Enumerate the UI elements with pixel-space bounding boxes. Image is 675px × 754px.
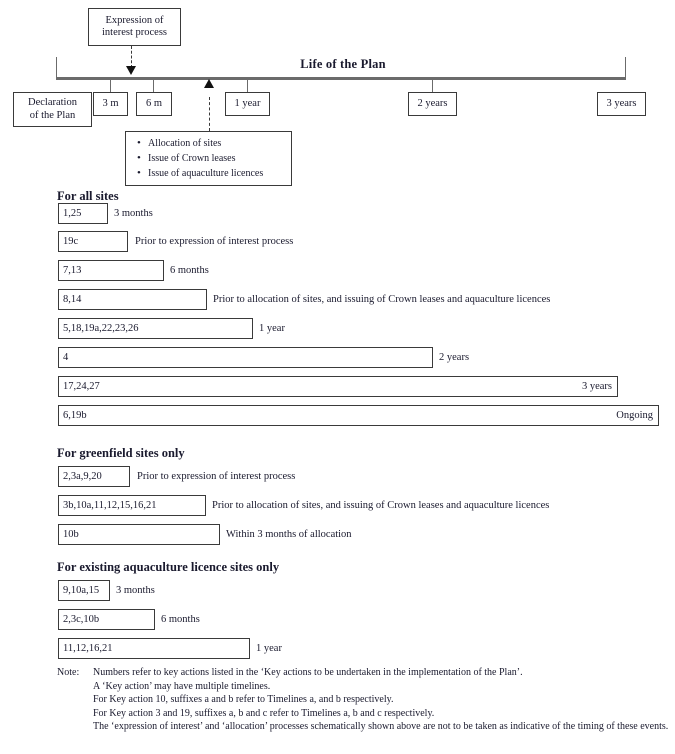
callout-allocation-item: Issue of Crown leases [137, 151, 285, 166]
timeline-bar: 8,14 [58, 289, 207, 310]
tick-1year [247, 80, 248, 94]
bar-code: 2,3a,9,20 [63, 471, 102, 482]
section-heading-greenfield: For greenfield sites only [57, 446, 185, 460]
bar-code: 17,24,27 [63, 381, 100, 392]
milestone-label-line1: Declaration [28, 97, 77, 109]
bar-label: 3 months [116, 585, 155, 596]
bar-code: 4 [63, 352, 69, 363]
timeline-bar: 10b [58, 524, 220, 545]
note-line: A ‘Key action’ may have multiple timelin… [93, 680, 271, 692]
bar-label: 2 years [439, 352, 470, 363]
milestone-box-declaration: Declaration of the Plan [13, 92, 92, 127]
bar-code: 1,25 [63, 208, 82, 219]
bar-label: Prior to allocation of sites, and issuin… [212, 500, 550, 511]
timeline-bar: 2,3a,9,20 [58, 466, 130, 487]
bar-label: Prior to allocation of sites, and issuin… [213, 294, 551, 305]
timeline-bar: 3b,10a,11,12,15,16,21 [58, 495, 206, 516]
timeline-bar: 19c [58, 231, 128, 252]
bar-code: 10b [63, 529, 79, 540]
timeline-bar: 2,3c,10b [58, 609, 155, 630]
note-block: Note: Numbers refer to key actions liste… [57, 666, 669, 734]
tick-2years [432, 80, 433, 94]
milestone-box-1year: 1 year [225, 92, 270, 116]
bar-code: 19c [63, 236, 79, 247]
callout-allocation-item: Allocation of sites [137, 136, 285, 151]
bar-code: 7,13 [63, 265, 82, 276]
bar-label: 3 years [581, 381, 612, 392]
timeline-bar: 11,12,16,21 [58, 638, 250, 659]
bar-code: 6,19b [63, 410, 87, 421]
bar-code: 9,10a,15 [63, 585, 100, 596]
note-line: For Key action 3 and 19, suffixes a, b a… [93, 707, 435, 719]
milestone-box-3years: 3 years [597, 92, 646, 116]
dashed-connector-eoi [131, 46, 132, 68]
bar-label: 6 months [170, 265, 209, 276]
bar-label: Prior to expression of interest process [137, 471, 296, 482]
arrow-down-icon [126, 66, 136, 75]
note-spacer [57, 720, 93, 734]
bar-label: Prior to expression of interest process [135, 236, 294, 247]
note-spacer [57, 707, 93, 721]
bar-code: 3b,10a,11,12,15,16,21 [63, 500, 157, 511]
timeline-bar: 1,25 [58, 203, 108, 224]
tick-3years [625, 57, 626, 78]
note-line: For Key action 10, suffixes a and b refe… [93, 694, 394, 705]
callout-eoi-line1: Expression of [105, 14, 164, 26]
timeline-bar: 7,13 [58, 260, 164, 281]
milestone-box-3m: 3 m [93, 92, 128, 116]
arrow-up-icon [204, 79, 214, 88]
milestone-box-6m: 6 m [136, 92, 172, 116]
bar-code: 11,12,16,21 [63, 643, 113, 654]
dashed-connector-allocation [209, 97, 210, 131]
timeline-axis [56, 77, 626, 80]
callout-eoi-line2: interest process [101, 27, 168, 38]
bar-label: Within 3 months of allocation [226, 529, 352, 540]
note-line: Numbers refer to key actions listed in t… [93, 667, 523, 678]
tick-3m [110, 80, 111, 94]
bar-code: 2,3c,10b [63, 614, 100, 625]
bar-label: 3 months [114, 208, 153, 219]
tick-declaration [56, 57, 57, 78]
bar-label: 1 year [256, 643, 282, 654]
bar-code: 5,18,19a,22,23,26 [63, 323, 139, 334]
bar-code: 8,14 [63, 294, 82, 305]
callout-expression-of-interest: Expression of interest process [88, 8, 181, 46]
bar-label: 6 months [161, 614, 200, 625]
callout-allocation: Allocation of sites Issue of Crown lease… [125, 131, 292, 186]
timeline-bar: 6,19b Ongoing [58, 405, 659, 426]
note-line: The ‘expression of interest’ and ‘alloca… [93, 721, 669, 732]
tick-6m [153, 80, 154, 94]
timeline-bar: 4 [58, 347, 433, 368]
timeline-bar: 9,10a,15 [58, 580, 110, 601]
milestone-label-line2: of the Plan [29, 109, 76, 121]
milestone-box-2years: 2 years [408, 92, 457, 116]
section-heading-existing-licence: For existing aquaculture licence sites o… [57, 560, 280, 574]
bar-label: 1 year [259, 323, 285, 334]
callout-allocation-item: Issue of aquaculture licences [137, 166, 285, 181]
timeline-title: Life of the Plan [300, 57, 386, 71]
bar-label: Ongoing [616, 410, 653, 421]
timeline-bar: 17,24,27 3 years [58, 376, 618, 397]
section-heading-all-sites: For all sites [57, 189, 119, 203]
note-label: Note: [57, 667, 80, 678]
timeline-bar: 5,18,19a,22,23,26 [58, 318, 253, 339]
note-spacer [57, 693, 93, 707]
note-spacer [57, 680, 93, 694]
